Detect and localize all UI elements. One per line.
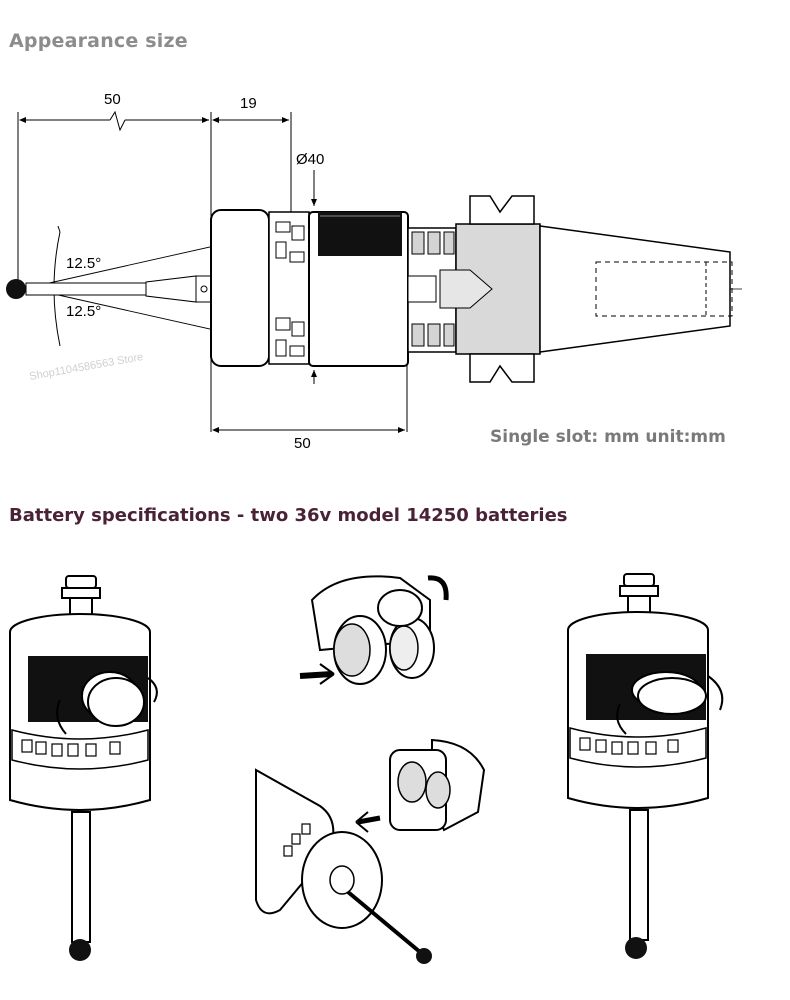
appearance-size-heading: Appearance size bbox=[9, 30, 188, 52]
battery-cartridge-illustration-top bbox=[299, 575, 449, 685]
dim-body-length: 50 bbox=[294, 435, 311, 452]
probe-illustration-left bbox=[9, 575, 158, 961]
dim-diameter: Ø40 bbox=[296, 151, 324, 168]
dim-stylus-length: 50 bbox=[104, 91, 121, 108]
angle-bottom-label: 12.5° bbox=[66, 303, 101, 320]
units-note: Single slot: mm unit:mm bbox=[490, 427, 726, 447]
angle-top-label: 12.5° bbox=[66, 255, 101, 272]
probe-illustration-right bbox=[567, 573, 724, 959]
battery-cartridge-illustration-bottom bbox=[355, 738, 486, 833]
battery-spec-heading: Battery specifications - two 36v model 1… bbox=[9, 505, 568, 526]
probe-illustration-lying bbox=[255, 768, 432, 964]
probe-dimension-drawing: 50 19 Ø40 50 12.5° 12.5° bbox=[6, 91, 742, 452]
stylus-ball bbox=[6, 279, 26, 299]
taper-shank bbox=[539, 225, 731, 353]
dimension-line-stylus bbox=[19, 110, 209, 132]
dim-body-offset: 19 bbox=[240, 95, 257, 112]
